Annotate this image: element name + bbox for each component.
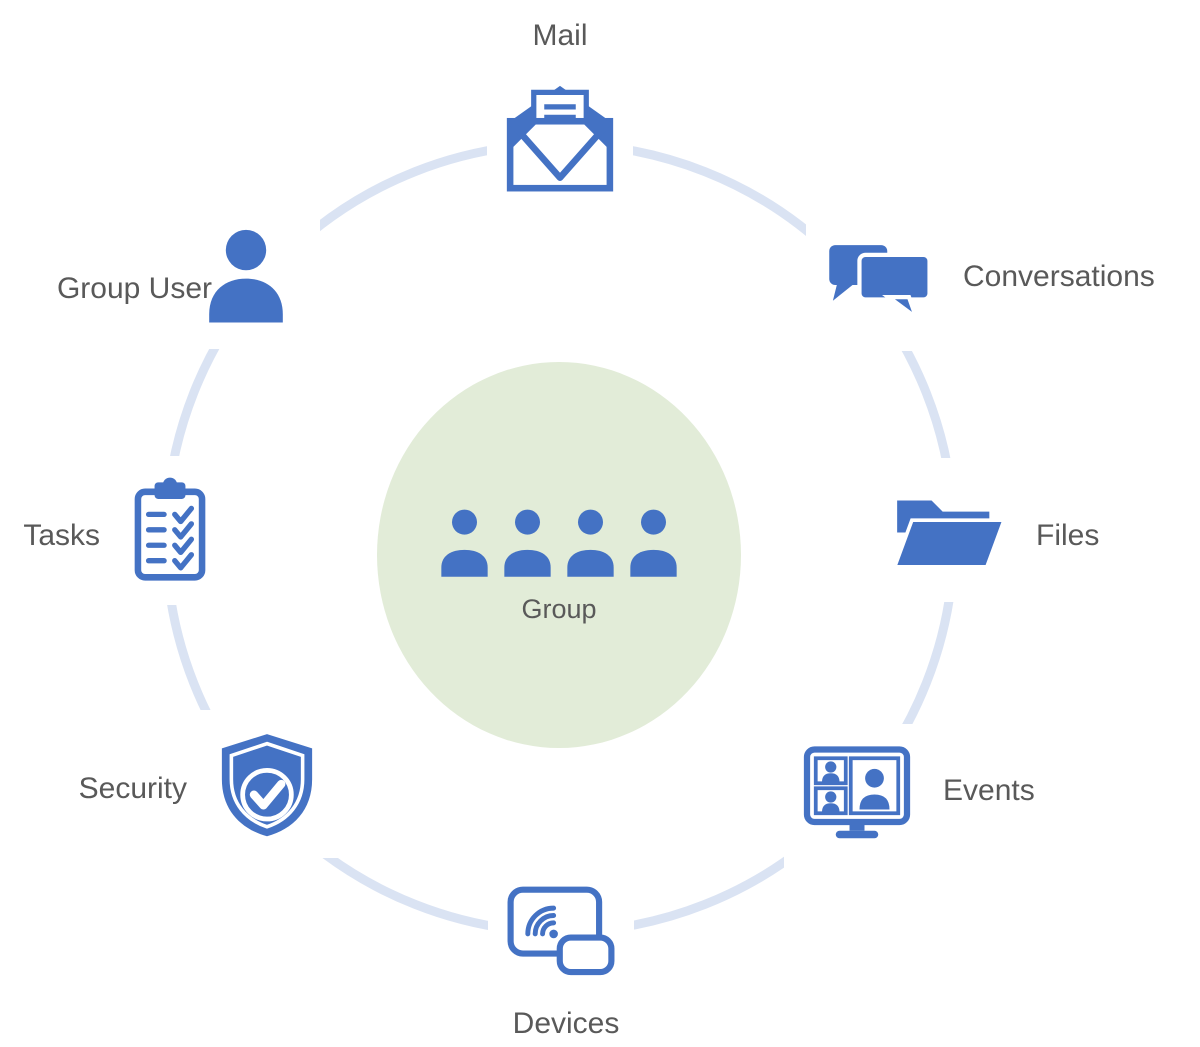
shield-check-icon <box>221 734 312 837</box>
cast-screen-icon <box>507 886 615 975</box>
node-files-label: Files <box>1036 519 1100 552</box>
clipboard-checklist-icon <box>134 477 205 581</box>
group-people-icon <box>441 509 677 577</box>
center-group-label: Group <box>521 594 597 624</box>
node-events-label: Events <box>943 774 1035 807</box>
node-mail <box>487 63 633 210</box>
node-group-user <box>171 200 320 349</box>
node-mail-label: Mail <box>532 19 588 52</box>
node-security-label: Security <box>78 772 187 805</box>
node-files <box>878 458 1022 602</box>
node-events <box>784 724 930 870</box>
node-devices-label: Devices <box>512 1007 620 1040</box>
node-devices <box>488 856 634 1001</box>
node-tasks <box>96 456 243 605</box>
node-conversations-label: Conversations <box>963 260 1155 293</box>
node-tasks-label: Tasks <box>23 519 100 552</box>
node-group-user-label: Group User <box>56 272 212 305</box>
video-meeting-icon <box>803 746 911 839</box>
chat-bubbles-icon <box>828 244 932 323</box>
person-icon <box>208 229 283 322</box>
center-group-node: Group <box>377 362 741 748</box>
mail-icon <box>506 85 614 191</box>
folder-icon <box>892 500 1007 569</box>
node-security <box>193 710 340 858</box>
node-conversations <box>806 206 953 351</box>
